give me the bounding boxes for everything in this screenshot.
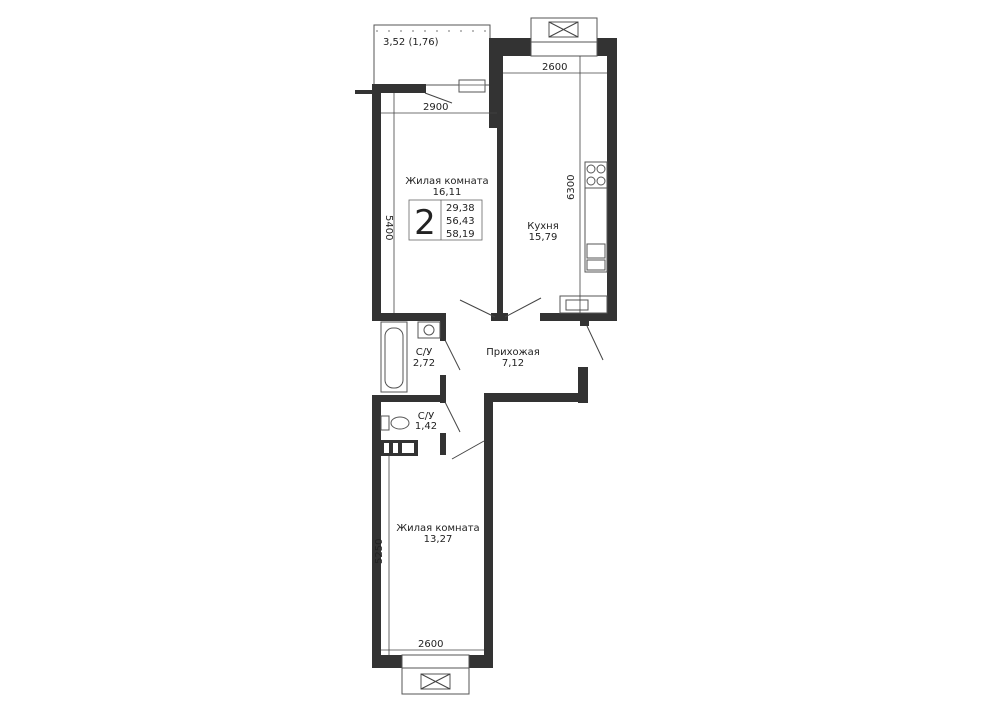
apartment-info-box: 2 29,38 56,43 58,19 — [408, 199, 483, 243]
room-name-toilet: С/У — [418, 411, 434, 422]
total-area: 56,43 — [446, 216, 475, 227]
room-name-bathroom: С/У — [416, 347, 432, 358]
total-area-with-balcony: 58,19 — [446, 229, 475, 240]
walls — [355, 38, 617, 668]
dim-living2-length: 5250 — [374, 539, 385, 564]
rooms-count: 2 — [414, 203, 436, 243]
dim-living1-length: 5400 — [383, 215, 394, 240]
dim-kitchen-length: 6300 — [566, 175, 577, 200]
living-area: 29,38 — [446, 203, 475, 214]
room-name-kitchen: Кухня — [527, 221, 559, 232]
dim-living1-width: 2900 — [423, 102, 448, 113]
doors — [424, 92, 604, 460]
room-name-living1: Жилая комната — [405, 176, 488, 187]
room-area-toilet: 1,42 — [415, 421, 437, 432]
bottom-window — [401, 654, 470, 695]
room-area-kitchen: 15,79 — [529, 232, 558, 243]
room-name-hallway: Прихожая — [486, 347, 540, 358]
dimension-lines — [381, 56, 607, 655]
kitchen-fixtures — [559, 161, 608, 314]
bathroom-fixtures — [380, 321, 441, 431]
dim-kitchen-width: 2600 — [542, 62, 567, 73]
balcony: 3,52 (1,76) — [373, 24, 491, 93]
room-area-bathroom: 2,72 — [413, 358, 435, 369]
room-area-living1: 16,11 — [433, 187, 462, 198]
balcony-area: 3,52 (1,76) — [383, 37, 439, 48]
room-area-living2: 13,27 — [424, 534, 453, 545]
room-area-hallway: 7,12 — [502, 358, 524, 369]
room-name-living2: Жилая комната — [396, 523, 479, 534]
kitchen-window — [530, 17, 598, 57]
dim-living2-width: 2600 — [418, 639, 443, 650]
